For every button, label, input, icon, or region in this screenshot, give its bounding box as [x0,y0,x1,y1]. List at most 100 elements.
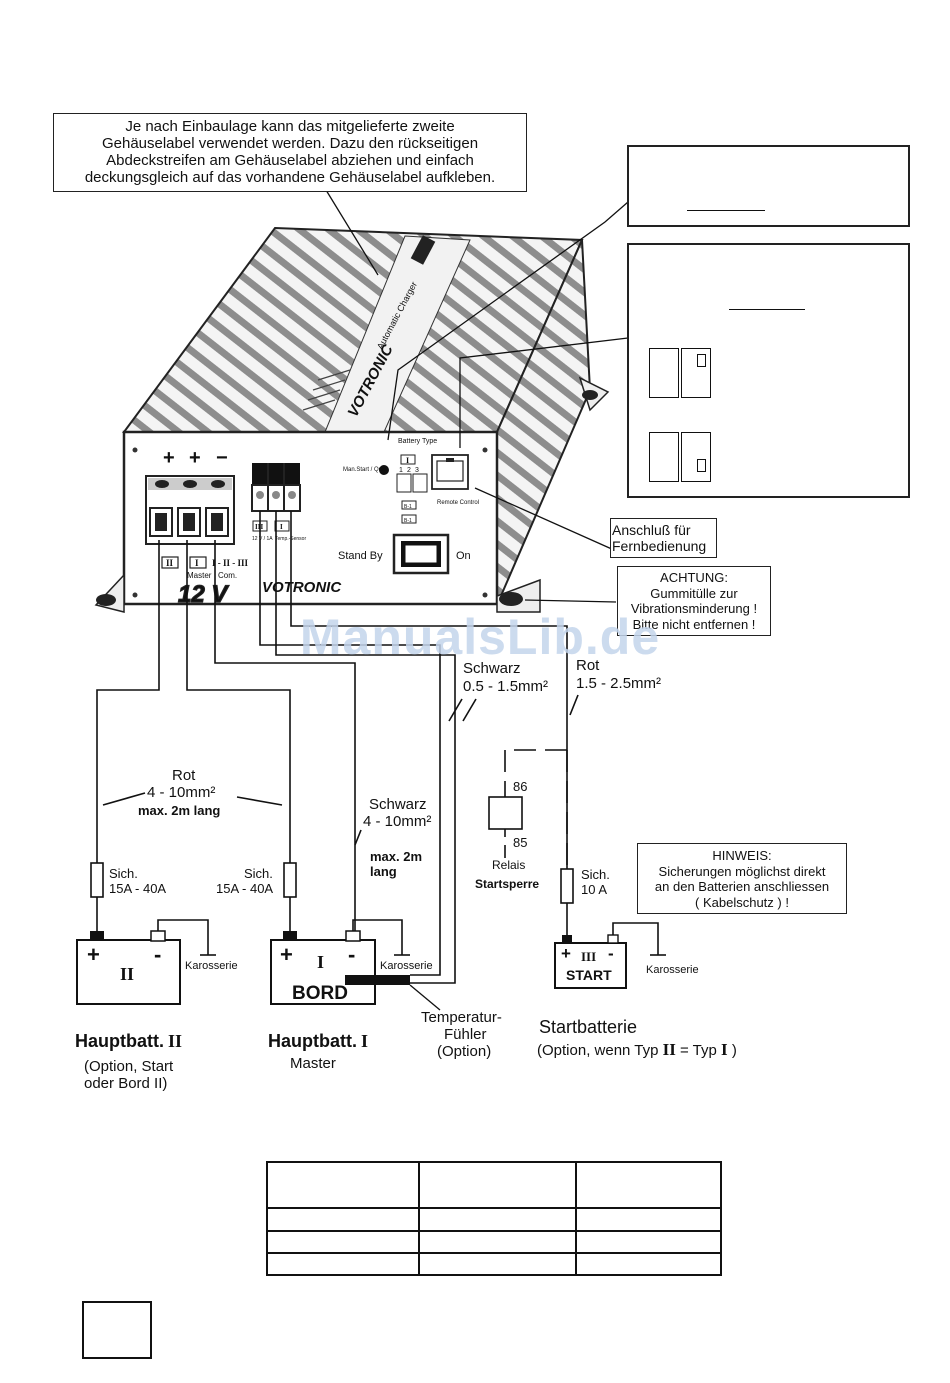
battery-type-switch [396,473,412,493]
battery-I-numeral: I [317,952,324,972]
wire-schwarz-main [214,540,356,938]
remote-callout-line-2: Fernbedienung [612,538,707,554]
hinweis-line-4: ( Kabelschutz ) ! [695,894,789,910]
battery-start-numeral: III [581,949,596,964]
wire-rot-II [96,540,160,940]
battery-start-caption: Startbatterie [539,1017,637,1037]
schwarz-main-2: 4 - 10mm² [363,813,431,830]
switch-number-2: 2 [407,467,411,474]
table-cell [575,1207,722,1232]
table-cell [418,1252,577,1276]
battery-I-name: BORD [292,983,348,1004]
remote-callout-box [610,518,717,558]
sensor-label-1: Temperatur- [421,1009,502,1026]
table-cell [266,1252,420,1276]
fuse-middle-label-2: 15A - 40A [216,881,273,896]
table-cell [575,1161,722,1209]
table-row [266,1161,722,1209]
terminal-sublabel-master: Master [187,571,212,580]
wire-temp-sensor [259,511,441,976]
table-cell [266,1207,420,1232]
control-area: Battery Type I 1 2 3 Man.Start / Quitt. … [262,438,479,596]
table-row [266,1207,722,1232]
battery-II-minus: - [154,942,161,967]
table-cell [418,1207,577,1232]
standby-label: Stand By [338,550,383,562]
small-terminal-label-2: I [280,523,283,531]
fuse-middle-label-1: Sich. [244,866,273,881]
wiring [96,511,579,984]
label-note-box [53,113,527,192]
table-cell [418,1230,577,1254]
switch-number-3: 3 [415,467,419,474]
sensor-label: Temperatur- Fühler (Option) [409,984,502,1060]
schwarz-small-2: 0.5 - 1.5mm² [463,678,548,695]
empty-info-box-2 [627,243,910,498]
relay-label: Relais [492,858,525,872]
terminal-sign-3: − [216,447,228,469]
terminal-label-II: II [166,558,174,568]
battery-start-chassis: Karosserie [646,964,699,976]
fuses: Sich. 15A - 40A Sich. 15A - 40A Sich. 10… [90,862,610,904]
switch-diagram-1a [649,348,679,398]
fuse-right-label-1: Sich. [581,867,610,882]
sensor-label-3: (Option) [437,1043,491,1060]
battery-I-caption: Hauptbatt.I [268,1031,368,1051]
achtung-line-1: ACHTUNG: [660,570,728,585]
fuse-right-label-2: 10 A [581,882,607,897]
fuse-middle [283,862,297,898]
relay: 86 85 Relais Startsperre [475,779,539,891]
battery-I: + - I BORD Karosserie Hauptbatt.I Master [268,919,433,1072]
spec-table [266,1161,722,1276]
schwarz-small-1: Schwarz [463,660,521,677]
fuse-left [90,862,104,898]
warning-box [82,1301,152,1359]
fuse-left-label-1: Sich. [109,866,138,881]
table-cell [575,1230,722,1254]
temperature-sensor [345,975,410,985]
dip-label-1: B-1 [404,504,412,510]
label-note-text: Je nach Einbaulage kann das mitgeliefert… [53,118,527,186]
dip-label-2: B-1 [404,518,412,524]
schwarz-main-1: Schwarz [369,796,427,813]
terminal-label-com: I - II - III [212,558,249,568]
rot-main-3: max. 2m lang [138,803,220,818]
battery-type-label: Battery Type [398,438,437,445]
table-cell [266,1161,420,1209]
remote-callout-line-1: Anschluß für [612,522,691,538]
wire-relay [504,749,567,805]
wire-labels: Schwarz 0.5 - 1.5mm² Rot 1.5 - 2.5mm² Ro… [138,657,661,879]
achtung-text: ACHTUNG: Gummitülle zur Vibrationsminder… [617,570,771,632]
switch-diagram-2a [649,432,679,482]
battery-II-sub-1: (Option, Start [84,1058,174,1075]
switch-diagram-2b [681,432,711,482]
hinweis-box [637,843,847,914]
terminal-sublabel-com: Com. [218,571,237,580]
relay-pin-85: 85 [513,835,527,850]
fuse-right [560,868,574,904]
hinweis-line-1: HINWEIS: [712,848,772,863]
front-brand: VOTRONIC [262,579,342,596]
relay-pin-86: 86 [513,779,527,794]
schwarz-main-3: max. 2m [370,849,422,864]
terminal-sign-2: + [189,447,201,469]
terminal-label-I: I [195,558,199,568]
table-row [266,1230,722,1254]
schwarz-main-4: lang [370,864,397,879]
battery-start-sub: (Option, wenn Typ II = Typ I ) [537,1040,737,1059]
battery-start-minus: - [608,944,614,963]
battery-type-value: I [406,456,409,465]
battery-II-caption: Hauptbatt.II [75,1031,182,1051]
remote-callout-text: Anschluß für Fernbedienung [612,522,716,554]
table-row [266,1252,722,1276]
achtung-line-4: Bitte nicht entfernen ! [632,616,756,632]
table-cell [266,1230,420,1254]
battery-II-chassis: Karosserie [185,960,238,972]
achtung-box [617,566,771,636]
small-terminal-sublabel-1: 12 V / 1A [252,536,273,542]
battery-II: + - II Karosserie Hauptbatt.II (Option, … [75,919,238,1092]
battery-II-sub-2: oder Bord II) [84,1075,167,1092]
switch-diagram-1b [681,348,711,398]
